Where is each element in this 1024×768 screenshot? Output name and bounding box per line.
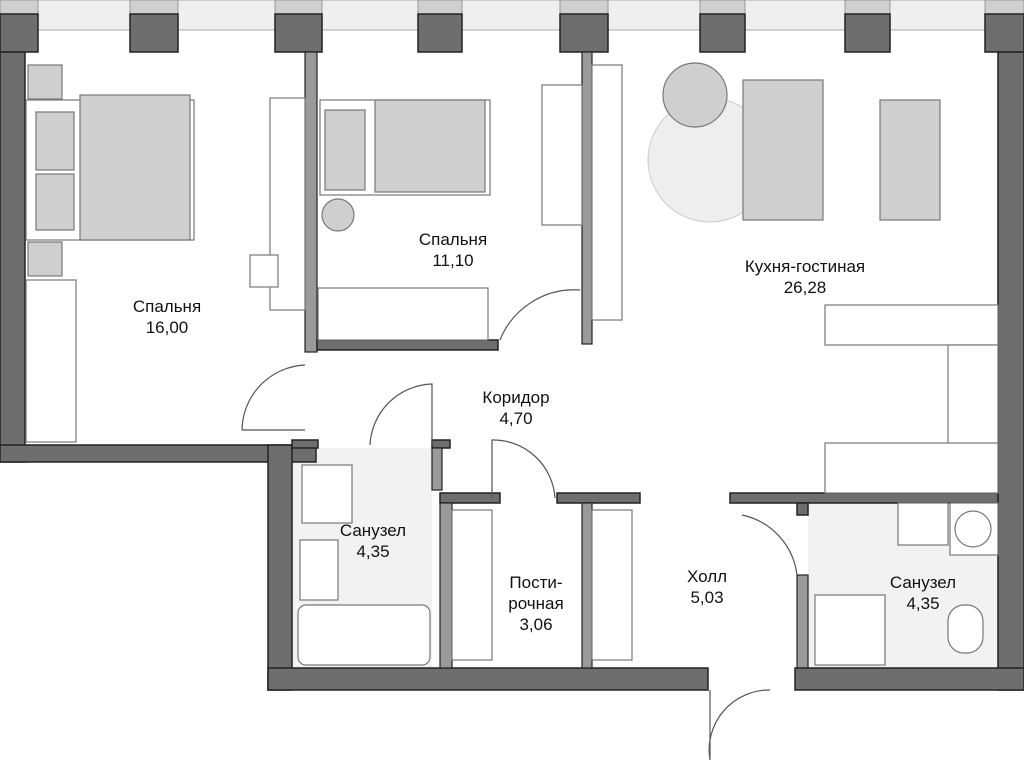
room-name: Санузел: [339, 521, 407, 540]
room-label-pantry: Пости- рочная 3,06: [508, 572, 563, 635]
wardrobe-2: [317, 287, 489, 341]
room-name: Спальня: [132, 297, 202, 316]
room-label-hall: Холл 5,03: [687, 566, 727, 608]
room-name: Спальня: [418, 230, 488, 249]
bathtub: [297, 604, 431, 666]
walls: [0, 13, 1024, 691]
toilet: [301, 464, 353, 524]
sofa: [742, 79, 824, 221]
pantry-shelf: [451, 509, 493, 661]
room-area: 26,28: [783, 278, 827, 297]
sink-2: [897, 502, 949, 546]
cabinet: [591, 64, 623, 321]
room-name: Холл: [686, 567, 728, 586]
room-area: 11,10: [432, 251, 474, 270]
room-label-bedroom-1: Спальня 16,00: [133, 296, 201, 338]
sink: [299, 539, 339, 601]
shelf: [541, 84, 583, 226]
windows: [0, 0, 1024, 31]
room-label-kitchen: Кухня-гостиная 26,28: [745, 256, 865, 298]
shower: [814, 594, 886, 666]
room-area: 4,35: [356, 542, 390, 561]
wardrobe: [25, 279, 77, 443]
stove: [824, 442, 999, 494]
room-name: Санузел: [889, 573, 957, 592]
dining-table: [879, 99, 941, 221]
room-area: 4,35: [906, 594, 940, 613]
room-area: 16,00: [145, 318, 189, 337]
room-name: Пости-: [509, 573, 563, 592]
room-label-bathroom-1: Санузел 4,35: [340, 520, 406, 562]
doors: [241, 289, 798, 761]
furniture: [25, 62, 999, 666]
room-label-corridor: Коридор 4,70: [482, 387, 549, 429]
room-area: 5,03: [690, 588, 724, 607]
kitchen-sink: [947, 344, 999, 446]
pantry-shelf-2: [591, 509, 633, 661]
room-name-line-2: рочная: [508, 594, 564, 613]
toilet-2: [947, 604, 984, 654]
room-area: 3,06: [519, 615, 553, 634]
room-name: Кухня-гостиная: [744, 257, 866, 276]
room-label-bathroom-2: Санузел 4,35: [890, 572, 956, 614]
nightstand: [27, 64, 63, 100]
room-label-bedroom-2: Спальня 11,10: [419, 229, 487, 271]
room-name: Коридор: [482, 388, 550, 407]
room-area: 4,70: [499, 409, 533, 428]
counter: [824, 304, 999, 346]
